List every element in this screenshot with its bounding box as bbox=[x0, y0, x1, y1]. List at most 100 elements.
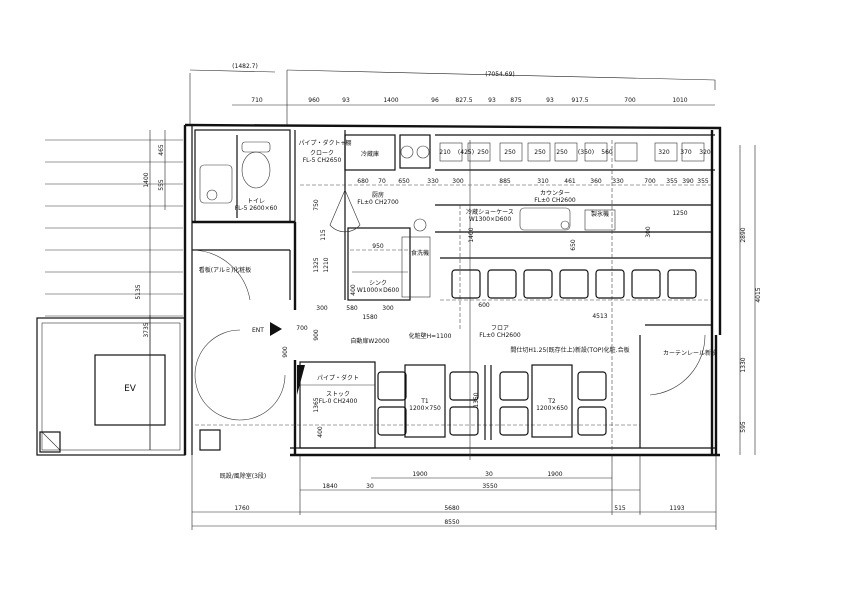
dim-fixture: 250 bbox=[534, 149, 546, 156]
dim-interior: 300 bbox=[382, 305, 394, 312]
closet-label: クローク bbox=[310, 150, 334, 157]
dim-counter: 461 bbox=[564, 178, 576, 185]
dim-interior: 900 bbox=[313, 329, 320, 341]
counter-fixture bbox=[584, 142, 608, 162]
note-bottom: 既設/風除室(3段) bbox=[220, 472, 267, 480]
chair bbox=[595, 269, 625, 299]
chair bbox=[449, 406, 479, 436]
dim-bottom: 1900 bbox=[412, 471, 427, 478]
toilet-label: トイレ bbox=[247, 198, 265, 205]
dim-fixture: 250 bbox=[477, 149, 489, 156]
showcase-label: 冷蔵ショーケース bbox=[466, 208, 514, 216]
counter-label: カウンター bbox=[540, 189, 570, 197]
dim-bottom: 30 bbox=[366, 483, 374, 490]
dishwasher-label: 食洗機 bbox=[411, 249, 429, 257]
dim-left: 3735 bbox=[143, 322, 150, 337]
entrance-label: ENT bbox=[252, 327, 264, 334]
dim-fixture: 210 bbox=[439, 149, 451, 156]
dim-interior: 650 bbox=[570, 239, 577, 251]
dim-interior: 1365 bbox=[313, 397, 320, 412]
stock-spec: FL-0 CH2400 bbox=[319, 398, 358, 405]
dim-overall-left: (1482.7) bbox=[232, 63, 258, 70]
dim-counter: 885 bbox=[499, 178, 511, 185]
table2-spec: 1200×650 bbox=[536, 405, 568, 412]
counter-fixture bbox=[681, 142, 705, 162]
dim-fixture: 560 bbox=[601, 149, 613, 156]
dim-interior: 400 bbox=[317, 426, 324, 438]
dim-interior: 1210 bbox=[323, 257, 330, 272]
dim-top: 960 bbox=[308, 97, 320, 104]
table1-spec: 1200×750 bbox=[409, 405, 441, 412]
chair bbox=[499, 406, 529, 436]
table1-label: T1 bbox=[420, 398, 429, 405]
dim-interior: 1580 bbox=[362, 314, 377, 321]
dim-counter: 330 bbox=[612, 178, 624, 185]
chair bbox=[577, 406, 607, 436]
dim-counter: 700 bbox=[644, 178, 656, 185]
note-wall: 化粧壁H=1100 bbox=[409, 332, 452, 340]
counter-fixture bbox=[554, 142, 578, 162]
table2-label: T2 bbox=[547, 398, 556, 405]
chair bbox=[667, 269, 697, 299]
dim-top: 700 bbox=[624, 97, 636, 104]
dim-interior: 750 bbox=[313, 199, 320, 211]
dim-interior: 115 bbox=[320, 229, 327, 241]
dim-right: 1330 bbox=[740, 357, 747, 372]
dim-interior: 1325 bbox=[313, 257, 320, 272]
dim-top: 710 bbox=[251, 97, 263, 104]
dim-top: 1400 bbox=[383, 97, 398, 104]
dim-right: 2890 bbox=[740, 227, 747, 242]
dim-interior: 950 bbox=[372, 243, 384, 250]
dim-bottom: 30 bbox=[485, 471, 493, 478]
chairs bbox=[377, 142, 705, 436]
dim-interior: 600 bbox=[478, 302, 490, 309]
chair bbox=[631, 269, 661, 299]
note-curtain: カーテンレール新設 bbox=[663, 349, 717, 357]
floor-label: フロア bbox=[491, 325, 509, 332]
dim-fixture: 370 bbox=[680, 149, 692, 156]
dim-bottom: 3550 bbox=[482, 483, 497, 490]
dim-counter: 650 bbox=[398, 178, 410, 185]
dim-counter: 310 bbox=[537, 178, 549, 185]
chair bbox=[451, 269, 481, 299]
showcase-spec: W1300×D600 bbox=[469, 216, 511, 223]
counter-spec: FL±0 CH2600 bbox=[534, 197, 576, 204]
dim-interior: 580 bbox=[346, 305, 358, 312]
dim-interior: 4513 bbox=[592, 313, 607, 320]
dim-interior: 900 bbox=[282, 346, 289, 358]
elevator-shaft bbox=[36, 317, 186, 456]
dim-counter: 300 bbox=[452, 178, 464, 185]
dim-counter: 390 bbox=[682, 178, 694, 185]
counter-fixture bbox=[439, 142, 463, 162]
dim-counter: 70 bbox=[378, 178, 386, 185]
dim-top: 827.5 bbox=[455, 97, 472, 104]
dim-left: 5135 bbox=[135, 284, 142, 299]
kitchen-label: 厨房 bbox=[372, 191, 384, 199]
chair bbox=[559, 269, 589, 299]
dim-top: 917.5 bbox=[571, 97, 588, 104]
dim-interior: 300 bbox=[316, 305, 328, 312]
dim-interior: 300 bbox=[645, 226, 652, 238]
dim-top: 96 bbox=[431, 97, 439, 104]
fridge-label: 冷蔵庫 bbox=[361, 150, 379, 158]
dim-interior: 1400 bbox=[468, 227, 475, 242]
toilet-spec: FL-5 2600×60 bbox=[235, 205, 278, 212]
dim-bottom: 8550 bbox=[444, 519, 459, 526]
dim-bottom: 515 bbox=[614, 505, 626, 512]
dim-bottom: 1840 bbox=[322, 483, 337, 490]
dim-fixture: 320 bbox=[658, 149, 670, 156]
dim-interior: 1350 bbox=[473, 392, 480, 407]
dim-fixture: (350) bbox=[578, 149, 594, 156]
dim-counter: 355 bbox=[697, 178, 709, 185]
dim-top: 93 bbox=[546, 97, 554, 104]
counter-fixture bbox=[527, 142, 551, 162]
kitchen-spec: FL±0 CH2700 bbox=[357, 199, 399, 206]
chair bbox=[523, 269, 553, 299]
chair bbox=[487, 269, 517, 299]
dim-top: 93 bbox=[342, 97, 350, 104]
stair-area bbox=[45, 139, 183, 317]
dim-counter: 680 bbox=[357, 178, 369, 185]
sink-spec: W1000×D600 bbox=[357, 287, 399, 294]
closet-spec: FL-5 CH2650 bbox=[303, 157, 342, 164]
